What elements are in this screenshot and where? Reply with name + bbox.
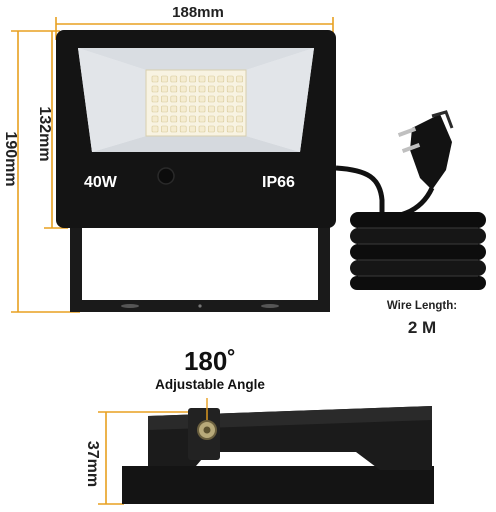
led-chip	[189, 105, 196, 113]
led-chip	[170, 115, 178, 123]
led-chip	[217, 85, 225, 93]
led-chip	[236, 95, 243, 103]
led-chip	[161, 75, 168, 83]
power-cable	[335, 165, 385, 214]
led-chip	[179, 115, 187, 123]
depth-dimension-label: 37mm	[84, 440, 101, 488]
sensor-icon	[157, 167, 175, 185]
led-chip	[198, 115, 206, 123]
led-chip	[189, 125, 196, 133]
led-chip	[151, 105, 159, 113]
side-view	[122, 398, 434, 504]
led-chip	[179, 105, 187, 113]
led-chip	[170, 85, 178, 93]
led-chip	[161, 115, 168, 123]
led-chip	[208, 95, 215, 103]
led-chip	[208, 105, 215, 113]
led-chip	[236, 115, 243, 123]
power-label: 40W	[84, 174, 117, 191]
led-chip	[170, 75, 178, 83]
wire-length-label: Wire Length:	[386, 300, 458, 312]
led-chip	[198, 105, 206, 113]
led-chip	[179, 85, 187, 93]
led-chip	[226, 125, 234, 133]
total-height-label: 190mm	[2, 131, 19, 187]
led-chip	[161, 85, 168, 93]
led-chip	[226, 75, 234, 83]
led-chip	[208, 125, 215, 133]
led-chip	[179, 125, 187, 133]
led-chip	[226, 95, 234, 103]
led-chip	[151, 115, 159, 123]
wire-length-value: 2 M	[407, 318, 437, 337]
width-dimension-label: 188mm	[172, 4, 224, 21]
led-chip	[151, 95, 159, 103]
led-chip	[236, 75, 243, 83]
led-chip	[236, 105, 243, 113]
led-chip	[198, 75, 206, 83]
led-chip	[189, 95, 196, 103]
led-chip	[151, 125, 159, 133]
led-chip	[161, 105, 168, 113]
led-chip	[151, 75, 159, 83]
led-chip	[179, 75, 187, 83]
led-chip	[236, 85, 243, 93]
angle-label: Adjustable Angle	[155, 377, 265, 392]
led-chip	[217, 115, 225, 123]
angle-value: 180˚	[183, 346, 237, 376]
led-chip	[198, 125, 206, 133]
led-chip	[236, 125, 243, 133]
led-chip	[217, 105, 225, 113]
led-chip	[151, 85, 159, 93]
led-chip	[217, 75, 225, 83]
led-chip	[179, 95, 187, 103]
coiled-wire	[350, 212, 486, 290]
led-chip	[198, 95, 206, 103]
led-chip	[208, 115, 215, 123]
led-chip	[208, 85, 215, 93]
led-chip	[189, 75, 196, 83]
body-height-label: 132mm	[36, 106, 53, 162]
led-chip	[217, 95, 225, 103]
led-chip	[226, 105, 234, 113]
led-chip	[198, 85, 206, 93]
led-chip	[208, 75, 215, 83]
led-chip	[161, 125, 168, 133]
plug-icon	[397, 110, 454, 190]
led-array	[151, 75, 243, 133]
mounting-bracket	[70, 226, 330, 312]
led-chip	[161, 95, 168, 103]
dimension-lines	[11, 17, 334, 505]
ip-rating-label: IP66	[262, 174, 295, 191]
led-chip	[170, 125, 178, 133]
led-chip	[189, 85, 196, 93]
led-chip	[170, 95, 178, 103]
led-chip	[170, 105, 178, 113]
led-chip	[217, 125, 225, 133]
led-chip	[226, 85, 234, 93]
led-chip	[189, 115, 196, 123]
led-chip	[226, 115, 234, 123]
